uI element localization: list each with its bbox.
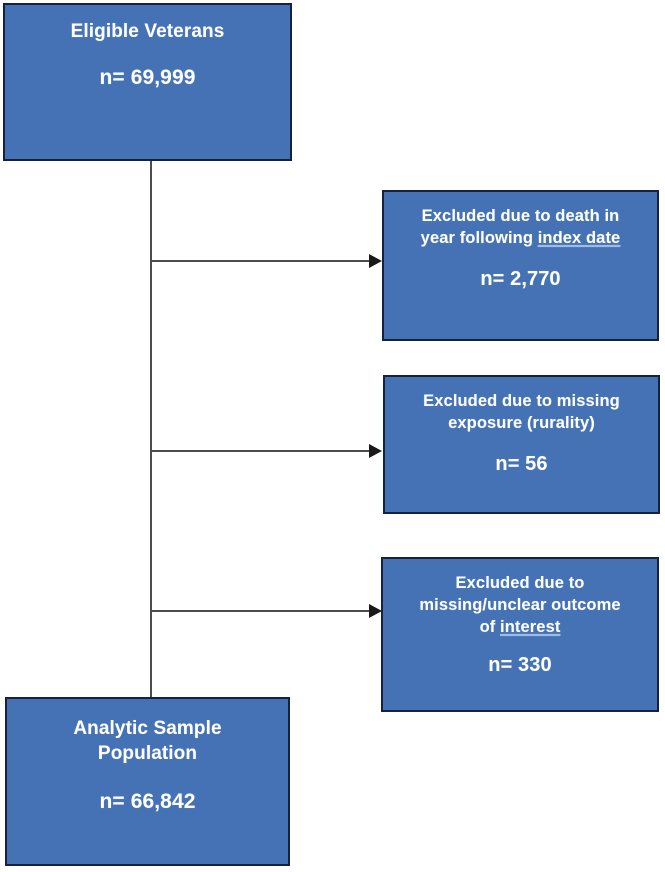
node-excluded-exposure: Excluded due to missing exposure (rurali… xyxy=(383,375,660,514)
count-value: = 56 xyxy=(507,452,548,475)
title-line-1: Analytic Sample xyxy=(73,718,222,739)
node-excluded-exposure-title: Excluded due to missing exposure (rurali… xyxy=(385,391,658,435)
arrowhead-to-excluded-death xyxy=(369,254,382,268)
title-line-2-plain: year following xyxy=(420,228,538,247)
title-line-1: Excluded due to death in xyxy=(421,207,620,225)
title-line-1: Excluded due to xyxy=(455,574,585,592)
title-line-3-underlined: interest xyxy=(500,617,561,636)
connector-branch-to-excluded-exposure xyxy=(151,450,371,452)
title-line-2: Population xyxy=(97,743,198,765)
connector-trunk-eligible-to-analytic xyxy=(150,160,152,698)
connector-branch-to-excluded-outcome xyxy=(151,610,371,612)
count-n-label: n xyxy=(99,790,113,814)
title-line-2: missing/unclear outcome xyxy=(419,595,621,614)
count-value: = 330 xyxy=(500,654,552,677)
node-eligible-veterans: Eligible Veterans n= 69,999 xyxy=(3,3,292,161)
node-excluded-exposure-count: n= 56 xyxy=(385,451,658,477)
node-eligible-veterans-title: Eligible Veterans xyxy=(70,21,225,42)
title-line-3-plain: of xyxy=(479,617,501,636)
node-excluded-death: Excluded due to death in year following … xyxy=(382,190,659,341)
title-line-2: exposure (rurality) xyxy=(448,413,595,432)
count-n-label: n xyxy=(495,452,508,475)
title-line-2-underlined: index date xyxy=(537,228,621,247)
node-excluded-outcome: Excluded due to missing/unclear outcome … xyxy=(381,557,659,712)
node-excluded-outcome-count: n= 330 xyxy=(383,652,657,678)
title-line-1: Excluded due to missing xyxy=(423,392,620,410)
node-excluded-death-title: Excluded due to death in year following … xyxy=(384,206,657,250)
node-excluded-death-count: n= 2,770 xyxy=(384,266,657,292)
connector-branch-to-excluded-death xyxy=(151,260,371,262)
count-n-label: n xyxy=(488,654,501,677)
count-value: = 66,842 xyxy=(112,790,196,814)
arrowhead-to-excluded-outcome xyxy=(369,604,382,618)
node-analytic-sample-population: Analytic Sample Population n= 66,842 xyxy=(5,697,290,866)
node-eligible-veterans-count: n= 69,999 xyxy=(5,64,290,91)
node-analytic-sample-population-count: n= 66,842 xyxy=(7,788,288,815)
node-excluded-outcome-title: Excluded due to missing/unclear outcome … xyxy=(383,573,657,638)
arrowhead-to-excluded-exposure xyxy=(369,444,382,458)
count-n-label: n xyxy=(480,267,493,290)
count-n-label: n xyxy=(99,66,113,90)
count-value: = 69,999 xyxy=(112,66,196,90)
node-analytic-sample-population-title: Analytic Sample Population xyxy=(7,716,288,766)
count-value: = 2,770 xyxy=(492,267,561,290)
